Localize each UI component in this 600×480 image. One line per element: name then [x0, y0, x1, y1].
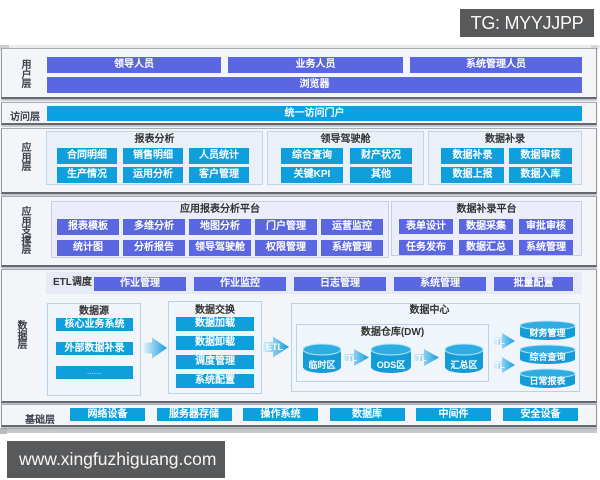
- svg-text:TL: TL: [495, 361, 505, 370]
- svg-text:汇总区: 汇总区: [450, 359, 477, 370]
- svg-text:财务管理: 财务管理: [528, 327, 565, 338]
- svg-text:TL: TL: [417, 354, 427, 363]
- svg-text:临时区: 临时区: [308, 359, 335, 370]
- svg-text:综合查询: 综合查询: [529, 351, 565, 362]
- svg-text:ODS区: ODS区: [377, 360, 406, 370]
- svg-text:TL: TL: [495, 337, 505, 346]
- svg-text:TL: TL: [347, 354, 357, 363]
- svg-text:ETL: ETL: [266, 342, 284, 352]
- svg-text:日常报表: 日常报表: [529, 375, 566, 386]
